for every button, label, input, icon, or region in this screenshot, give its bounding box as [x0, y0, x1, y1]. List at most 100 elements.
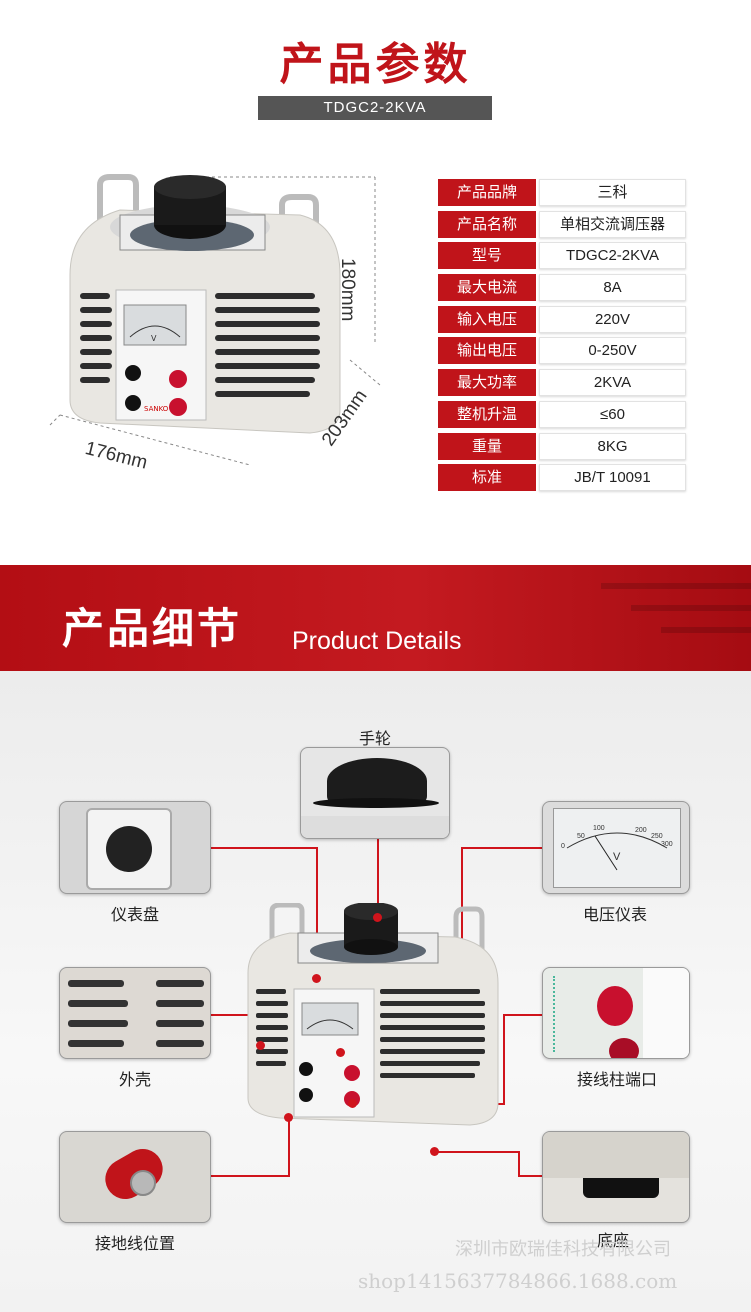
terminals-thumb — [542, 967, 690, 1059]
ground-caption: 接地线位置 — [94, 1234, 175, 1253]
handwheel-caption: 手轮 — [358, 729, 391, 748]
height-dimension: 180mm — [337, 258, 358, 322]
shell-vent — [68, 1040, 124, 1047]
shell-caption: 外壳 — [118, 1070, 151, 1089]
spec-key: 最大电流 — [438, 274, 536, 302]
shell-vent — [156, 980, 204, 987]
callout-dot — [256, 1041, 265, 1050]
handwheel-knob — [327, 758, 427, 804]
callout-dot — [336, 1048, 345, 1057]
connector-line — [518, 1151, 520, 1177]
spec-value: 单相交流调压器 — [539, 210, 686, 238]
shell-vent — [68, 1020, 128, 1027]
product-detail-image — [247, 903, 499, 1126]
shell-vent — [156, 1020, 204, 1027]
scale-200: 200 — [635, 827, 647, 834]
spec-key: 重量 — [438, 432, 536, 460]
scale-50: 50 — [577, 833, 585, 840]
connector-line — [434, 1151, 519, 1153]
callout-dot — [373, 913, 382, 922]
spec-key: 整机升温 — [438, 400, 536, 428]
spec-key: 标准 — [438, 464, 536, 492]
connector-line — [461, 847, 542, 849]
handwheel-thumb — [300, 747, 450, 839]
voltmeter-face — [553, 808, 681, 888]
connector-line — [377, 839, 379, 915]
callout-dot — [348, 1099, 357, 1108]
banner-stripe — [661, 627, 751, 633]
banner-stripe — [631, 605, 751, 611]
model-bar: TDGC2-2KVA — [258, 96, 492, 120]
handwheel-base — [313, 798, 439, 808]
spec-value: 8KG — [539, 432, 686, 460]
spec-value: JB/T 10091 — [539, 464, 686, 492]
red-terminal — [597, 986, 633, 1026]
spec-row: 整机升温≤60 — [438, 400, 686, 428]
dial-thumb — [59, 801, 211, 894]
base-caption: 底座 — [596, 1231, 629, 1250]
spec-row: 产品名称单相交流调压器 — [438, 210, 686, 238]
details-title-en: Product Details — [292, 627, 462, 655]
red-terminal — [609, 1038, 639, 1058]
scale-0: 0 — [561, 843, 565, 850]
spec-value: 2KVA — [539, 369, 686, 397]
voltmeter-caption: 电压仪表 — [582, 905, 647, 924]
shell-vent — [156, 1000, 204, 1007]
terminal-panel — [643, 968, 689, 1058]
spec-key: 产品名称 — [438, 210, 536, 238]
connector-line — [518, 1175, 542, 1177]
base-thumb — [542, 1131, 690, 1223]
handwheel-plate — [301, 816, 449, 838]
parameters-section: 产品参数 TDGC2-2KVA — [0, 0, 751, 565]
spec-value: TDGC2-2KVA — [539, 242, 686, 270]
spec-value: 8A — [539, 274, 686, 302]
shell-thumb — [59, 967, 211, 1059]
ground-screw — [130, 1170, 156, 1196]
spring-mark — [553, 976, 571, 1052]
watermark-shop: shop1415637784866.1688.com — [358, 1269, 678, 1293]
voltmeter-scale: 100 200 250 50 0 300 V — [561, 825, 673, 871]
base-body — [543, 1132, 689, 1178]
spec-value: 0-250V — [539, 337, 686, 365]
shell-vent — [68, 1000, 128, 1007]
scale-250: 250 — [651, 833, 663, 840]
spec-key: 产品品牌 — [438, 179, 536, 206]
spec-key: 输出电压 — [438, 337, 536, 365]
dial-knob — [106, 826, 152, 872]
banner-stripe — [601, 583, 751, 589]
connector-line — [288, 1117, 290, 1177]
scale-100: 100 — [593, 825, 605, 832]
voltmeter-thumb: 100 200 250 50 0 300 V — [542, 801, 690, 894]
terminals-caption: 接线柱端口 — [576, 1070, 657, 1089]
spec-key: 型号 — [438, 242, 536, 270]
connector-line — [316, 847, 318, 977]
meter-unit-label: V — [151, 334, 157, 343]
details-section: 手轮 仪表盘 100 200 250 50 0 300 V 电压仪表 — [0, 671, 751, 1312]
connector-line — [503, 1014, 543, 1016]
details-banner: 产品细节 Product Details — [0, 565, 751, 671]
spec-key: 最大功率 — [438, 369, 536, 397]
spec-value: 三科 — [539, 179, 686, 206]
ground-thumb — [59, 1131, 211, 1223]
brand-logo: SANKO — [144, 405, 169, 413]
spec-value: ≤60 — [539, 400, 686, 428]
shell-vent — [156, 1040, 204, 1047]
page-title: 产品参数 — [279, 39, 472, 90]
spec-key: 输入电压 — [438, 305, 536, 333]
watermark-company: 深圳市欧瑞佳科技有限公司 — [455, 1239, 671, 1260]
callout-dot — [284, 1113, 293, 1122]
spec-row: 产品品牌三科 — [438, 179, 686, 206]
callout-dot — [430, 1147, 439, 1156]
callout-dot — [312, 974, 321, 983]
scale-300: 300 — [661, 841, 673, 848]
connector-line — [211, 1014, 261, 1016]
connector-line — [211, 847, 317, 849]
